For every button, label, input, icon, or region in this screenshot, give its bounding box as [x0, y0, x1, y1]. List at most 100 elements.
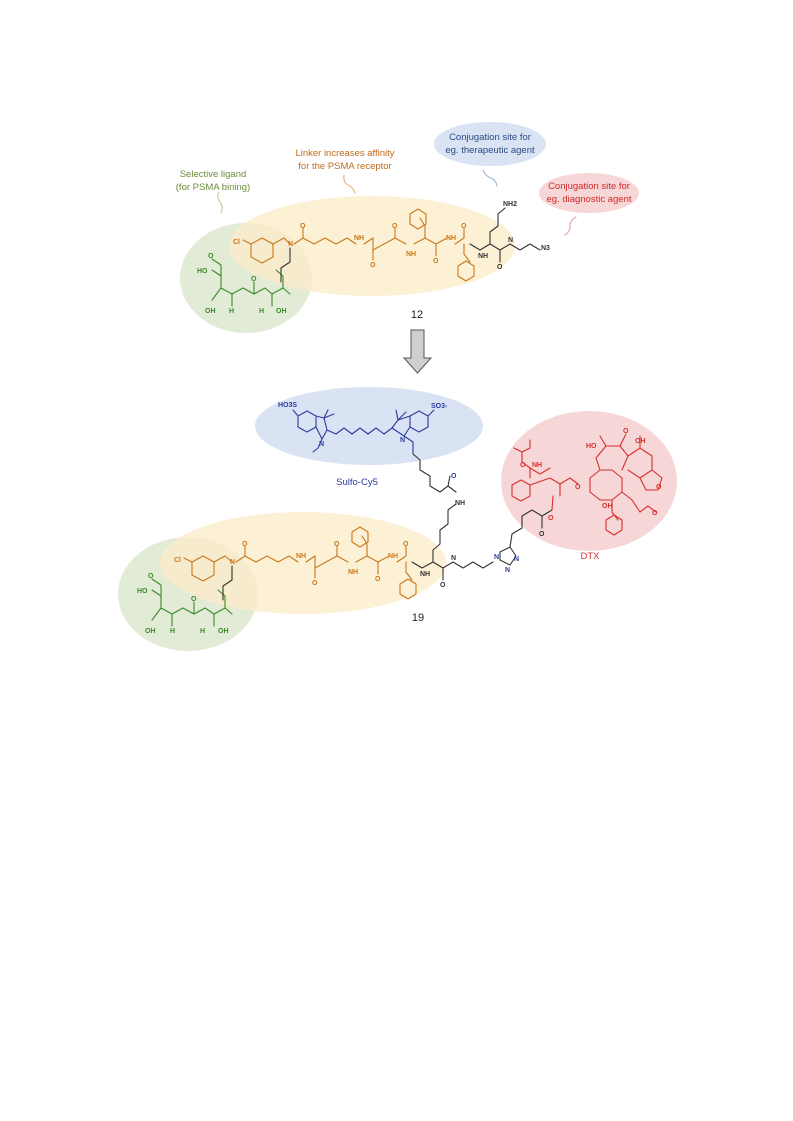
atom-o: O: [461, 223, 467, 230]
atom-ho: HO: [137, 588, 148, 595]
atom-cl: Cl: [233, 239, 240, 246]
atom-o: O: [433, 258, 439, 265]
atom-o: O: [440, 582, 446, 589]
atom-o: O: [334, 541, 340, 548]
atom-o: O: [652, 510, 658, 517]
glutamate-urea-ligand-top: HO O OH O H H OH: [197, 253, 291, 315]
atom-nh: NH: [388, 553, 398, 560]
atom-oh: OH: [145, 628, 156, 635]
atom-nh: NH: [478, 253, 488, 260]
atom-h: H: [259, 308, 264, 315]
atom-n: N: [505, 567, 510, 574]
atom-o: O: [497, 264, 503, 271]
atom-o: O: [520, 462, 526, 469]
chlorobenzyl-lysine-top: Cl N: [233, 237, 293, 283]
linker-label: Linker increases affinity: [295, 148, 394, 159]
atom-o: O: [392, 223, 398, 230]
diagnostic-site-label: Conjugation site for: [548, 181, 630, 192]
lysine-triazole-tail: NH O N N N N O: [411, 509, 553, 589]
glutamate-urea-ligand-bottom: HO O OH O H H OH: [137, 573, 233, 635]
atom-o: O: [191, 596, 197, 603]
atom-h: H: [170, 628, 175, 635]
atom-o: O: [251, 276, 257, 283]
docetaxel-drug: O NH O O HO OH O OH O O: [511, 428, 663, 536]
atom-oh: OH: [602, 503, 613, 510]
atom-o: O: [451, 473, 457, 480]
atom-o: O: [539, 531, 545, 538]
atom-o: O: [312, 580, 318, 587]
atom-cl: Cl: [174, 557, 181, 564]
compound-number-bottom: 19: [412, 612, 424, 624]
atom-o: O: [148, 573, 154, 580]
linker-chain-bottom: O NH O O NH O NH O: [235, 526, 417, 600]
atom-n3: N3: [541, 245, 550, 252]
atom-oh: OH: [218, 628, 229, 635]
atom-oh: OH: [635, 438, 646, 445]
atom-nh: NH: [446, 235, 456, 242]
atom-o: O: [375, 576, 381, 583]
atom-o: O: [575, 484, 581, 491]
dtx-label: DTX: [581, 551, 601, 562]
therapeutic-site-sublabel: eg. therapeutic agent: [445, 145, 535, 156]
atom-o: O: [300, 223, 306, 230]
atom-nh: NH: [532, 462, 542, 469]
down-arrow-icon: [402, 329, 433, 374]
selective-ligand-sublabel: (for PSMA bining): [176, 182, 250, 193]
dye-halo: [255, 387, 483, 465]
atom-n: N: [451, 555, 456, 562]
selective-ligand-label: Selective ligand: [180, 169, 247, 180]
atom-o: O: [403, 541, 409, 548]
therapeutic-pointer: [482, 169, 498, 187]
atom-o: O: [548, 515, 554, 522]
atom-nh2: NH2: [503, 201, 517, 208]
atom-n: N: [230, 559, 235, 566]
atom-h: H: [200, 628, 205, 635]
atom-n: N: [319, 441, 324, 448]
compound-number-top: 12: [411, 309, 423, 321]
sulfo-cy5-label: Sulfo-Cy5: [336, 477, 378, 488]
linker-pointer: [343, 174, 356, 194]
diagnostic-pointer: [564, 216, 577, 236]
atom-n: N: [508, 237, 513, 244]
atom-nh: NH: [420, 571, 430, 578]
drug-halo: [501, 411, 677, 551]
diagnostic-site-sublabel: eg. diagnostic agent: [546, 194, 631, 205]
atom-o: O: [623, 428, 629, 435]
lysine-azide-tail-top: NH O NH2 N N3: [469, 201, 550, 271]
linker-halo-top: [229, 196, 515, 296]
atom-nh: NH: [296, 553, 306, 560]
compound-12-scheme: Selective ligand (for PSMA bining) Linke…: [176, 122, 639, 333]
atom-h: H: [229, 308, 234, 315]
diagnostic-site-bubble: [539, 173, 639, 213]
compound-19-scheme: HO3S SO3- N N Sulfo-Cy5 O NH HO O OH O H…: [118, 387, 677, 651]
atom-o: O: [370, 262, 376, 269]
atom-nh: NH: [348, 569, 358, 576]
ligand-pointer: [217, 191, 223, 214]
reaction-arrow: [402, 329, 433, 374]
linker-sublabel: for the PSMA receptor: [298, 161, 391, 172]
atom-so3: SO3-: [431, 403, 448, 410]
therapeutic-site-label: Conjugation site for: [449, 132, 531, 143]
chlorobenzyl-lysine-bottom: Cl N: [174, 555, 235, 601]
linker-chain-top: O NH O O NH O NH O: [293, 208, 475, 282]
atom-oh: OH: [205, 308, 216, 315]
atom-n: N: [288, 241, 293, 248]
therapeutic-site-bubble: [434, 122, 546, 166]
atom-ho: HO: [197, 268, 208, 275]
atom-n: N: [400, 437, 405, 444]
linker-halo-bottom: [160, 512, 446, 614]
atom-o: O: [656, 484, 662, 491]
atom-o: O: [242, 541, 248, 548]
dye-linker: O NH: [412, 453, 465, 551]
atom-n: N: [514, 556, 519, 563]
sulfo-cy5-dye: HO3S SO3- N N: [278, 402, 448, 455]
atom-oh: OH: [276, 308, 287, 315]
atom-so3h: HO3S: [278, 402, 297, 409]
atom-nh: NH: [406, 251, 416, 258]
atom-o: O: [208, 253, 214, 260]
atom-n: N: [494, 554, 499, 561]
atom-ho: HO: [586, 443, 597, 450]
atom-nh: NH: [354, 235, 364, 242]
atom-nh: NH: [455, 500, 465, 507]
